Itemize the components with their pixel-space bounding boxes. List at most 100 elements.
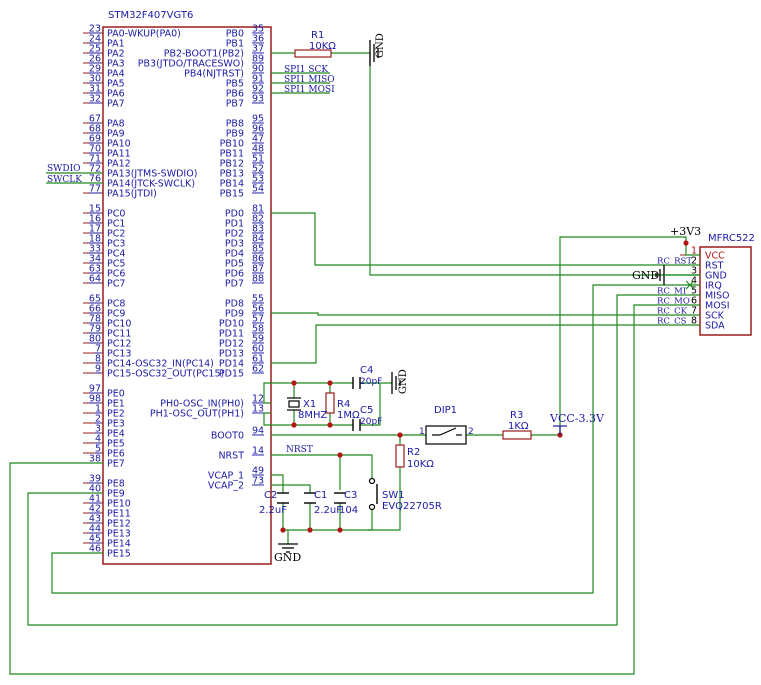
- pin-name: PE14: [107, 539, 131, 550]
- pin-name: PC14-OSC32_IN(PC14): [107, 359, 214, 370]
- net-swdio: SWDIO: [47, 164, 81, 174]
- capacitor-c1: C1 2.2uF: [304, 490, 342, 516]
- pin-number: 14: [252, 446, 264, 457]
- pin-name: PD4: [225, 249, 244, 260]
- pin-name: PB4(NJTRST): [184, 69, 244, 80]
- pin-name: PC1: [107, 219, 125, 230]
- wire-pe7-mosi: [9, 304, 700, 675]
- pin-name: SDA: [705, 321, 725, 332]
- pin-number: 91: [252, 74, 264, 85]
- pin-number: 26: [89, 54, 101, 65]
- pin-number: 83: [252, 224, 264, 235]
- pin-name: PB2-BOOT1(PB2): [164, 49, 244, 60]
- pin-name: PA10: [107, 139, 131, 150]
- dip1-ref: DIP1: [434, 405, 457, 416]
- pin-number: 17: [89, 224, 101, 235]
- pin-number: 4: [95, 434, 101, 445]
- pin-number: 32: [89, 94, 101, 105]
- pin-number: 2: [691, 256, 697, 267]
- capacitor-c2: C2 2.2uF: [259, 490, 289, 516]
- pin-number: 1: [691, 246, 697, 257]
- pin-number: 7: [95, 344, 101, 355]
- pin-name: PC5: [107, 259, 125, 270]
- pin-number: 56: [252, 304, 264, 315]
- wire-r2-sw: [368, 467, 401, 531]
- pin-name: PB0: [226, 29, 244, 40]
- junction: [337, 527, 343, 533]
- pin-number: 55: [252, 294, 264, 305]
- wires: [9, 52, 700, 675]
- pin-name: PA3: [107, 59, 125, 70]
- pin-number: 1: [95, 404, 101, 415]
- dip1-body: [425, 425, 467, 445]
- pin-name: PC13: [107, 349, 131, 360]
- wire-3v3-vcc: [559, 236, 687, 435]
- pin-number: 5: [95, 444, 101, 455]
- c5-value: 20pF: [360, 417, 382, 427]
- pin-name: VCAP_1: [208, 471, 244, 482]
- net-spi-sck: SPI1 SCK: [284, 65, 328, 75]
- net-label: RC_MO: [657, 297, 690, 307]
- r4-ref: R4: [337, 399, 350, 410]
- nc-stroke: [685, 280, 695, 290]
- pin-name: PC2: [107, 229, 125, 240]
- pin-name: PE3: [107, 419, 125, 430]
- pin-name: PE7: [107, 459, 125, 470]
- pin-name: PD9: [225, 309, 244, 320]
- vcc33-symbol: [553, 425, 567, 435]
- pin-name: PE2: [107, 409, 125, 420]
- pin-name: PA9: [107, 129, 125, 140]
- pin-number: 77: [89, 184, 101, 195]
- pin-number: 53: [252, 174, 264, 185]
- pin-number: 49: [252, 466, 264, 477]
- pin-name: PC8: [107, 299, 125, 310]
- pin-name: PC9: [107, 309, 125, 320]
- pin-number: 48: [252, 144, 264, 155]
- pin-number: 59: [252, 334, 264, 345]
- pin-number: 33: [89, 244, 101, 255]
- pin-number: 68: [89, 124, 101, 135]
- resistor-r2: R2 10KΩ: [395, 444, 434, 470]
- wire-rfid-vcc: [685, 243, 700, 256]
- pin-name: PC6: [107, 269, 125, 280]
- pin-number: 42: [89, 504, 101, 515]
- wire-pe9-miso: [27, 294, 700, 626]
- pin-number: 5: [691, 286, 697, 297]
- pin-name: PB10: [220, 139, 244, 150]
- pin-number: 2: [95, 414, 101, 425]
- c1-ref: C1: [314, 490, 327, 501]
- pin-number: 71: [89, 154, 101, 165]
- r4-body: [325, 392, 335, 414]
- pin-number: 90: [252, 64, 264, 75]
- pin-number: 39: [89, 474, 101, 485]
- pin-name: PC11: [107, 329, 131, 340]
